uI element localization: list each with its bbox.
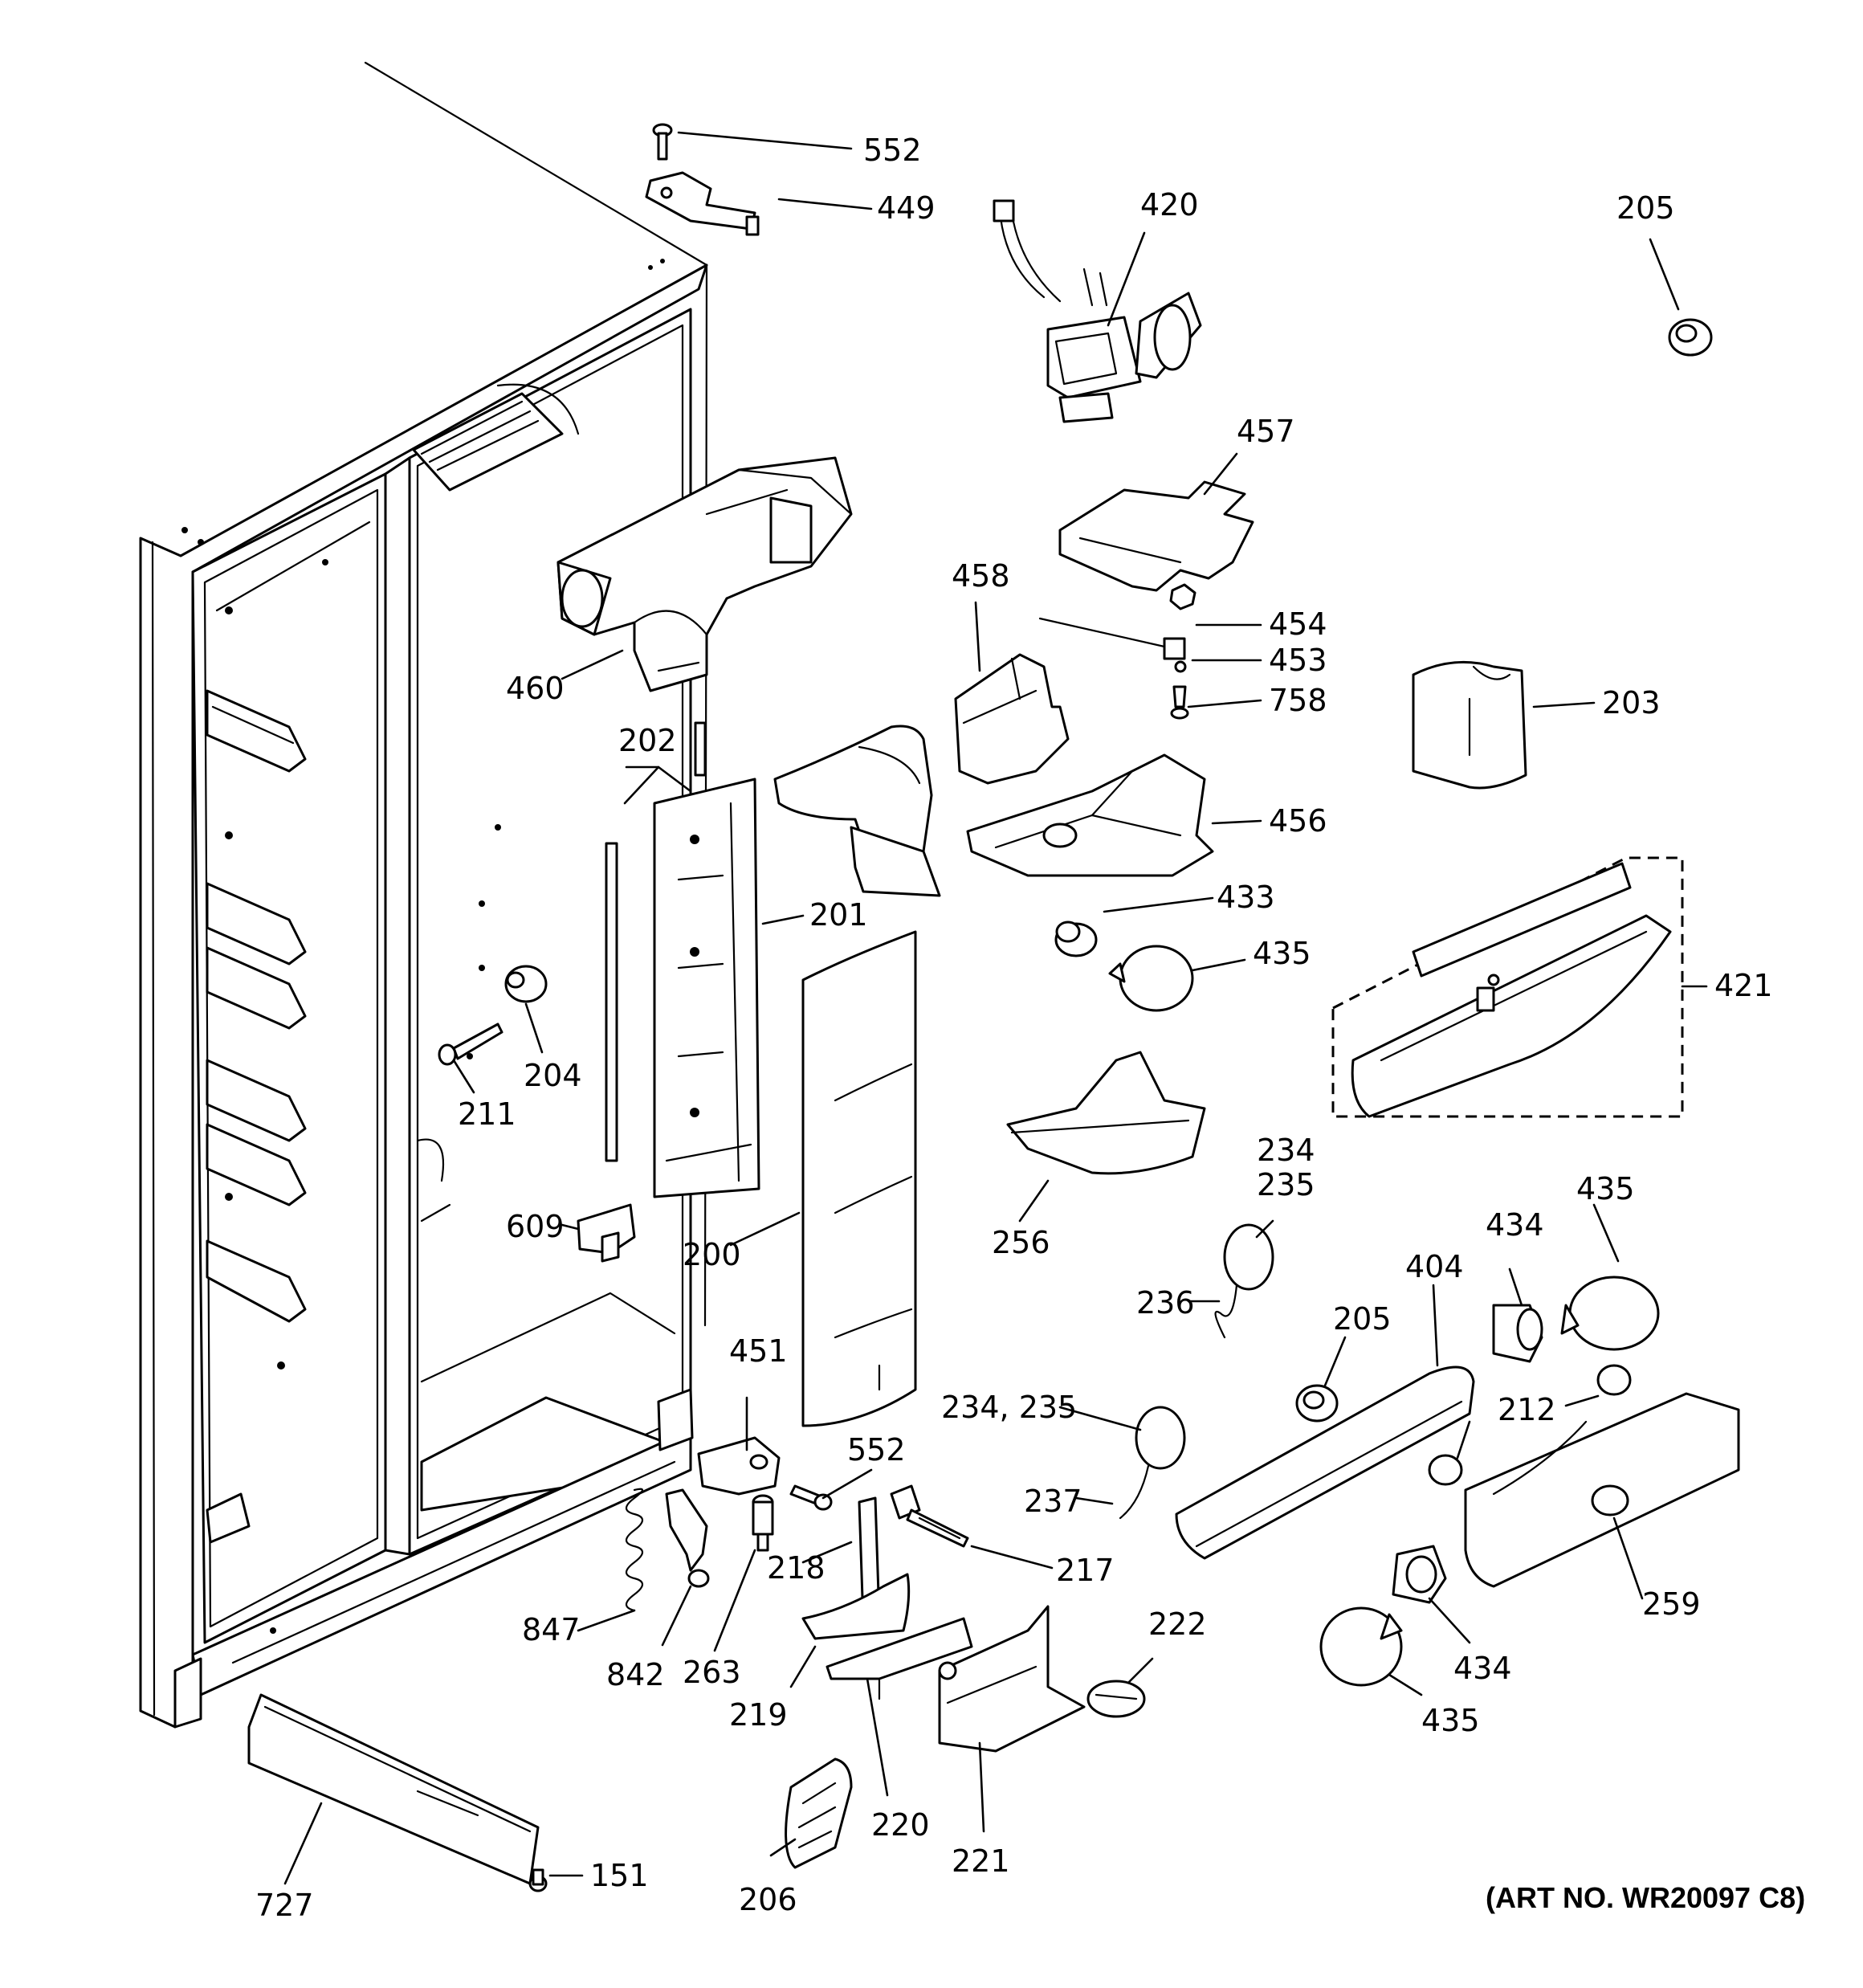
- light-bulb-435-top: [1108, 945, 1194, 1012]
- dispenser-grille-206: [785, 1757, 853, 1869]
- actuator-shaft-217: [890, 1484, 969, 1548]
- lamp-socket-434-upper: [1492, 1304, 1543, 1363]
- spring-847: [625, 1488, 644, 1612]
- spacer-204: [504, 965, 548, 1003]
- callout-847: 847: [522, 1612, 581, 1647]
- ice-chute-duct-458: [773, 653, 1070, 897]
- callout-217: 217: [1056, 1553, 1115, 1588]
- callout-421: 421: [1714, 968, 1773, 1003]
- screw-552-top: [652, 123, 673, 161]
- control-board-assembly-421: [1331, 856, 1684, 1118]
- callout-218: 218: [767, 1550, 826, 1586]
- callout-449: 449: [877, 190, 936, 226]
- callout-234-top: 234: [1257, 1133, 1315, 1168]
- cover-203: [1412, 660, 1527, 790]
- callout-212: 212: [1498, 1392, 1556, 1427]
- callout-151: 151: [590, 1858, 649, 1893]
- callout-222: 222: [1148, 1606, 1207, 1642]
- light-bulb-435-right: [1560, 1276, 1660, 1351]
- callout-234-235-lower: 234, 235: [941, 1390, 1077, 1425]
- lamp-socket-433: [1054, 921, 1098, 957]
- callout-221: 221: [952, 1843, 1010, 1879]
- callout-202: 202: [618, 723, 677, 758]
- callout-220: 220: [871, 1807, 930, 1843]
- callout-460: 460: [506, 671, 565, 706]
- callout-237: 237: [1024, 1484, 1082, 1519]
- callout-205-middle: 205: [1333, 1301, 1392, 1337]
- door-switch-609: [577, 1203, 636, 1263]
- callout-435-lower: 435: [1421, 1703, 1480, 1738]
- callout-456: 456: [1269, 803, 1327, 839]
- callout-204: 204: [524, 1058, 582, 1093]
- callout-435-top: 435: [1253, 936, 1311, 971]
- dispenser-cover-219: [801, 1573, 911, 1640]
- dispenser-housing-221: [938, 1605, 1086, 1753]
- light-cover-259: [1464, 1392, 1740, 1588]
- light-shield-404: [1175, 1365, 1475, 1560]
- callout-200: 200: [683, 1237, 741, 1272]
- callout-453: 453: [1269, 643, 1327, 678]
- leader-lines: [283, 131, 1708, 1885]
- callout-219: 219: [729, 1697, 788, 1733]
- lamp-socket-434-lower: [1392, 1545, 1447, 1604]
- cabinet-body: [139, 61, 708, 1729]
- gasket-strip-202: [605, 721, 707, 1162]
- cover-plate-457: [1058, 480, 1254, 592]
- callout-201: 201: [809, 897, 868, 933]
- cam-842: [665, 1488, 710, 1588]
- callout-552-lower: 552: [847, 1432, 906, 1468]
- callout-454: 454: [1269, 606, 1327, 642]
- callout-842: 842: [606, 1657, 665, 1692]
- mounting-bracket-201: [653, 778, 760, 1198]
- callout-206: 206: [739, 1882, 797, 1917]
- cover-234-235-lower: [1119, 1406, 1186, 1520]
- callout-609: 609: [506, 1209, 565, 1244]
- callout-458: 458: [952, 558, 1010, 594]
- callout-205-top: 205: [1616, 190, 1675, 226]
- callout-256: 256: [992, 1225, 1050, 1260]
- callout-552-top: 552: [863, 133, 922, 168]
- callout-259: 259: [1642, 1586, 1701, 1622]
- art-number: (ART NO. WR20097 C8): [1486, 1881, 1805, 1914]
- bushing-205-top: [1668, 318, 1713, 357]
- dispenser-lever-220: [826, 1617, 973, 1700]
- cover-234-235-upper: [1214, 1223, 1274, 1339]
- top-hinge-449: [645, 171, 760, 236]
- nut-454: [1169, 583, 1196, 610]
- callout-434-upper: 434: [1486, 1207, 1544, 1243]
- callout-236: 236: [1136, 1285, 1195, 1321]
- callout-435-right: 435: [1576, 1171, 1635, 1206]
- drip-tray-256: [1006, 1051, 1206, 1175]
- callout-235-top: 235: [1257, 1167, 1315, 1202]
- clamp-453: [1038, 617, 1187, 673]
- button-222: [1086, 1680, 1146, 1718]
- callout-211: 211: [458, 1096, 516, 1132]
- callout-404: 404: [1405, 1249, 1464, 1284]
- bushing-205-middle: [1295, 1384, 1339, 1423]
- side-panel-200: [801, 930, 917, 1427]
- callout-263: 263: [683, 1655, 741, 1690]
- screw-151: [528, 1868, 548, 1892]
- light-bulb-435-lower: [1319, 1606, 1403, 1687]
- screw-552-lower: [789, 1484, 833, 1511]
- callout-457: 457: [1237, 414, 1295, 449]
- ice-dispenser-frame-456: [966, 753, 1214, 877]
- callout-433: 433: [1217, 880, 1275, 915]
- callout-labels: 552 449 420 205 457 460 458 454 453 758 …: [255, 133, 1805, 1923]
- callout-727: 727: [255, 1888, 314, 1923]
- callout-434-lower: 434: [1453, 1651, 1512, 1686]
- screw-211: [438, 1023, 503, 1066]
- callout-451: 451: [729, 1333, 788, 1369]
- screw-758: [1170, 685, 1189, 720]
- bushing-212: [1428, 1364, 1632, 1486]
- callout-203: 203: [1602, 685, 1661, 720]
- callout-420: 420: [1140, 187, 1199, 222]
- callout-758: 758: [1269, 683, 1327, 718]
- fan-motor-assembly-420: [993, 199, 1202, 423]
- lower-hinge-451: [697, 1436, 781, 1496]
- toe-grille-727: [247, 1693, 540, 1885]
- air-duct-460: [556, 456, 853, 692]
- hinge-pin-263: [752, 1494, 774, 1552]
